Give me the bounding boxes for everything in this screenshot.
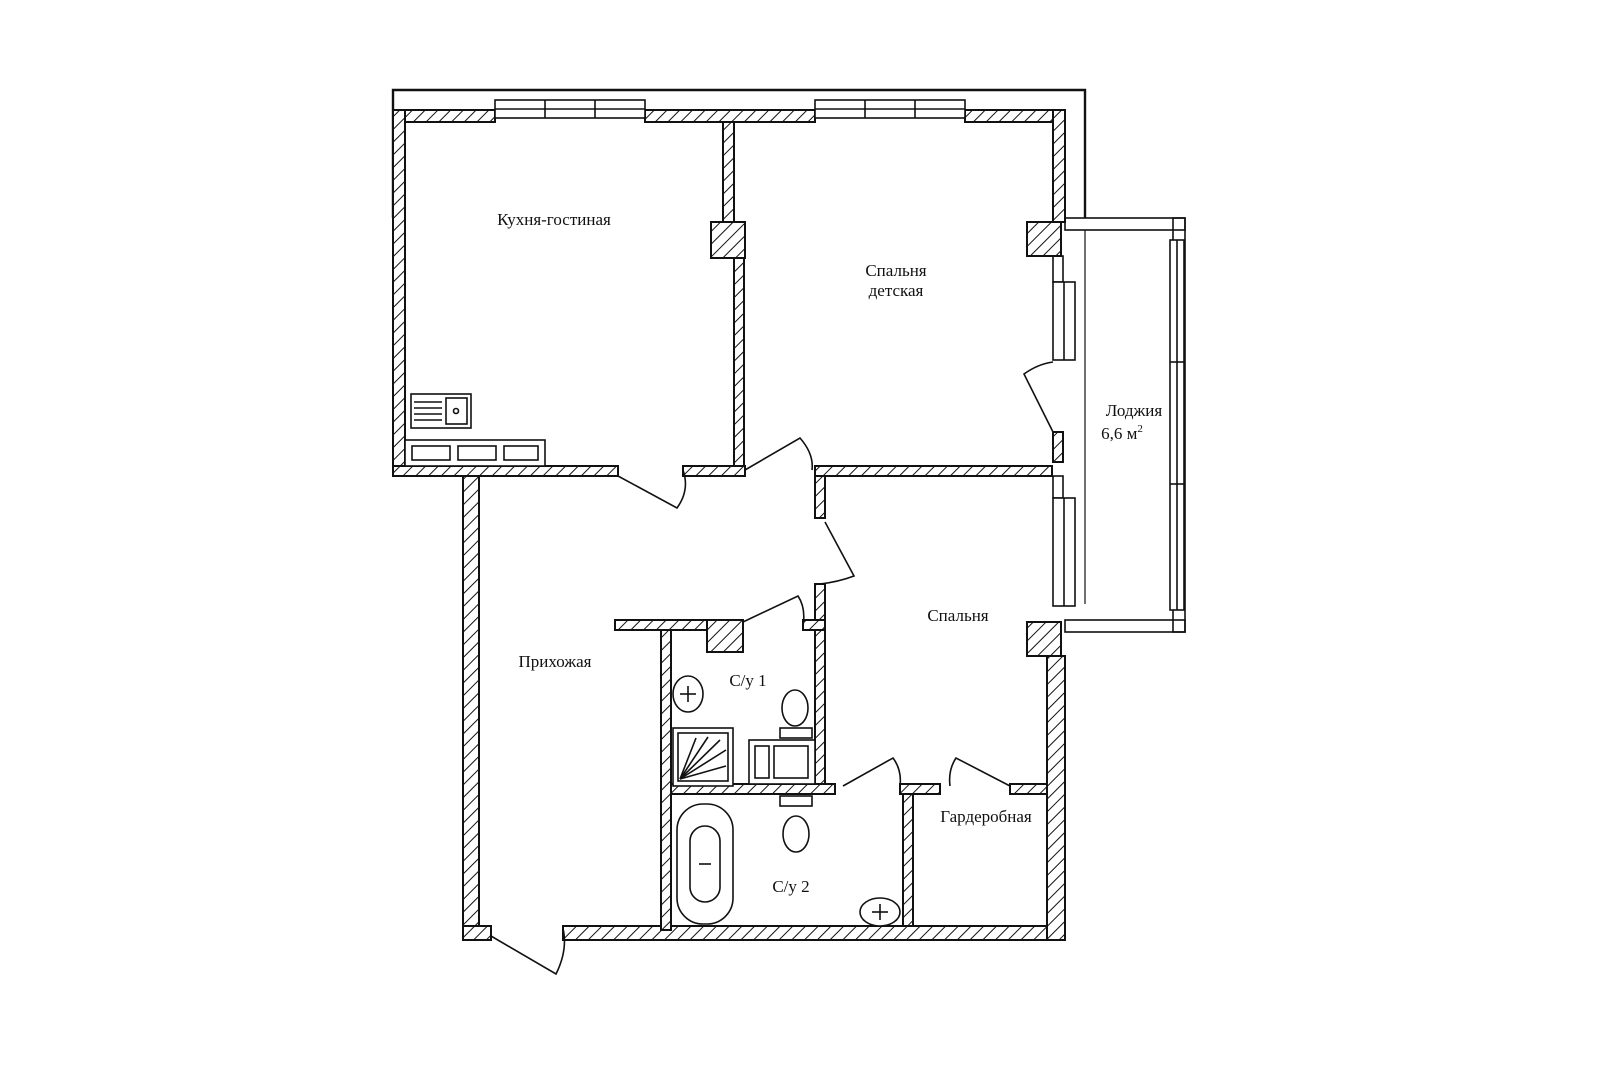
wall-kitchen-bottom-right (682, 465, 746, 477)
toilet-bath1 (781, 689, 809, 727)
door-bedroom (819, 521, 856, 585)
label-hallway: Прихожая (519, 652, 592, 671)
door-kitchen (617, 469, 687, 510)
label-loggia-area: 6,6 м2 (1101, 423, 1143, 443)
wall-hall-left (462, 475, 480, 929)
wall-loggia-mid2 (1052, 475, 1064, 499)
wall-kids-bottom (814, 465, 1053, 477)
wall-bath2-top-right (899, 783, 941, 795)
loggia-frame-top (1064, 217, 1186, 231)
wall-left-kitchen (392, 109, 406, 475)
wall-kitchen-kids-upper (722, 121, 735, 223)
label-kids-bedroom-line2: детская (869, 281, 924, 300)
wall-wardrobe-left (902, 793, 914, 927)
windows (494, 99, 1185, 611)
column-bath1 (706, 619, 744, 653)
toilet-bath2-tank (779, 795, 813, 807)
wall-loggia-mid (1052, 431, 1064, 463)
wall-kitchen-bottom-left (392, 465, 619, 477)
wall-bath-left (660, 629, 672, 931)
room-labels: Кухня-гостиная Спальня детская Лоджия 6,… (497, 210, 1162, 896)
label-kids-bedroom-line1: Спальня (865, 261, 926, 280)
wall-top-right (964, 109, 1066, 123)
toilet-bath2 (782, 815, 810, 853)
wall-loggia-upper (1052, 255, 1064, 283)
wall-right-top (1052, 109, 1066, 223)
label-wardrobe: Гардеробная (940, 807, 1032, 826)
wall-right-bottom (1046, 655, 1066, 941)
doors (490, 361, 1054, 976)
wall-bath1-top (614, 619, 708, 631)
label-loggia-area-sup: 2 (1137, 423, 1143, 435)
fixtures (404, 393, 901, 927)
door-entrance (490, 927, 566, 976)
wall-bath1-top-right (802, 619, 826, 631)
door-loggia (1022, 361, 1054, 433)
loggia-frame-bottom (1064, 619, 1186, 633)
label-bathroom-2: С/у 2 (772, 877, 809, 896)
wall-top-mid (644, 109, 816, 123)
column-loggia-bottom (1026, 621, 1062, 657)
label-bedroom: Спальня (927, 606, 988, 625)
wall-bedroom-left-top (814, 475, 826, 519)
door-bath2 (842, 756, 902, 787)
label-loggia: Лоджия (1106, 401, 1163, 420)
door-wardrobe (948, 756, 1011, 787)
label-kitchen-living: Кухня-гостиная (497, 210, 611, 229)
door-bath1 (742, 594, 805, 627)
wall-kitchen-kids-lower (733, 257, 745, 467)
wall-wardrobe-top (1009, 783, 1048, 795)
wall-top-left (392, 109, 496, 123)
door-kids (744, 436, 814, 471)
wall-bedroom-left-bottom (814, 583, 826, 791)
column-loggia-top (1026, 221, 1062, 257)
label-bathroom-1: С/у 1 (729, 671, 766, 690)
column-kitchen-kids (710, 221, 746, 259)
wall-bottom-left (462, 925, 492, 941)
wall-bottom (562, 925, 1066, 941)
